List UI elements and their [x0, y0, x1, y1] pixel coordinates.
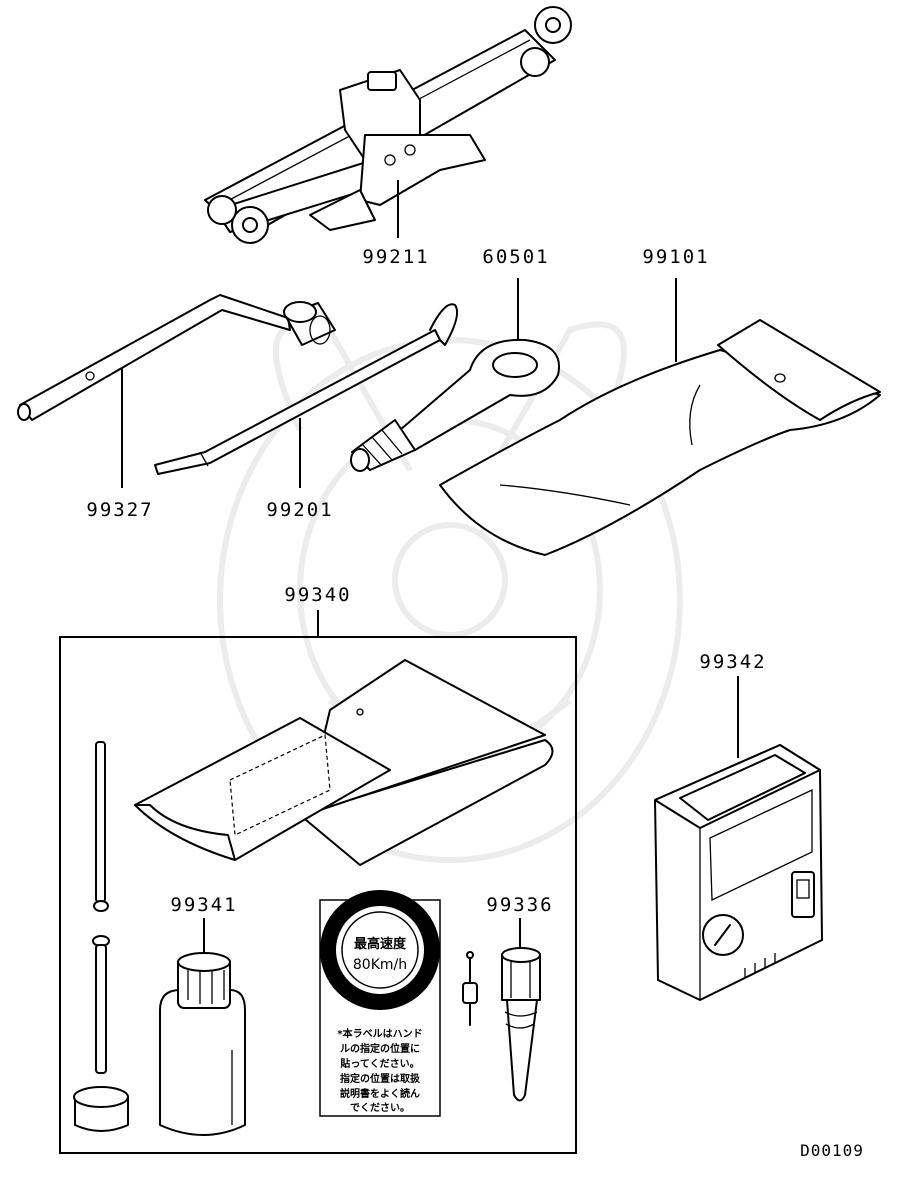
valve-part-number: 99336	[486, 894, 553, 916]
valve-core-tool-illustration	[73, 741, 129, 1132]
tow-hook-illustration	[350, 338, 561, 472]
tool-bag-part-number: 99101	[642, 246, 709, 268]
wheel-wrench-illustration	[17, 294, 336, 421]
repair-kit-part-number: 99340	[284, 584, 351, 606]
repair-pouch-illustration	[134, 659, 554, 866]
jack-part-number: 99211	[362, 246, 429, 268]
wheel-wrench-part-number: 99327	[86, 499, 153, 521]
tow-hook-part-number: 60501	[482, 246, 549, 268]
scissor-jack-illustration	[204, 6, 572, 244]
speed-label-value: 80Km/h	[353, 957, 407, 973]
jack-handle-part-number: 99201	[266, 499, 333, 521]
valve-illustration	[462, 947, 541, 1102]
sealant-bottle-illustration	[159, 952, 246, 1136]
speed-label-note-1: *本ラベルはハンド	[337, 1027, 422, 1040]
speed-label-note-2: ルの指定の位置に	[340, 1042, 420, 1055]
diagram-code: D00109	[800, 1141, 864, 1160]
speed-label-note-3: 貼ってください。	[339, 1057, 419, 1070]
speed-label-title: 最高速度	[354, 936, 407, 952]
speed-label-note-5: 説明書をよく読ん	[340, 1087, 420, 1100]
compressor-illustration	[654, 744, 823, 1001]
tool-bag-illustration	[439, 319, 881, 556]
repair-kit-frame	[59, 636, 577, 1154]
speed-label-note-4: 指定の位置は取扱	[340, 1072, 421, 1085]
speed-label-note-6: でください。	[350, 1102, 410, 1114]
sealant-bottle-part-number: 99341	[170, 894, 237, 916]
jack-handle-illustration	[154, 303, 458, 475]
compressor-part-number: 99342	[699, 651, 766, 673]
speed-limit-label: 最高速度 80Km/h *本ラベルはハンド ルの指定の位置に 貼ってください。 …	[319, 890, 441, 1117]
